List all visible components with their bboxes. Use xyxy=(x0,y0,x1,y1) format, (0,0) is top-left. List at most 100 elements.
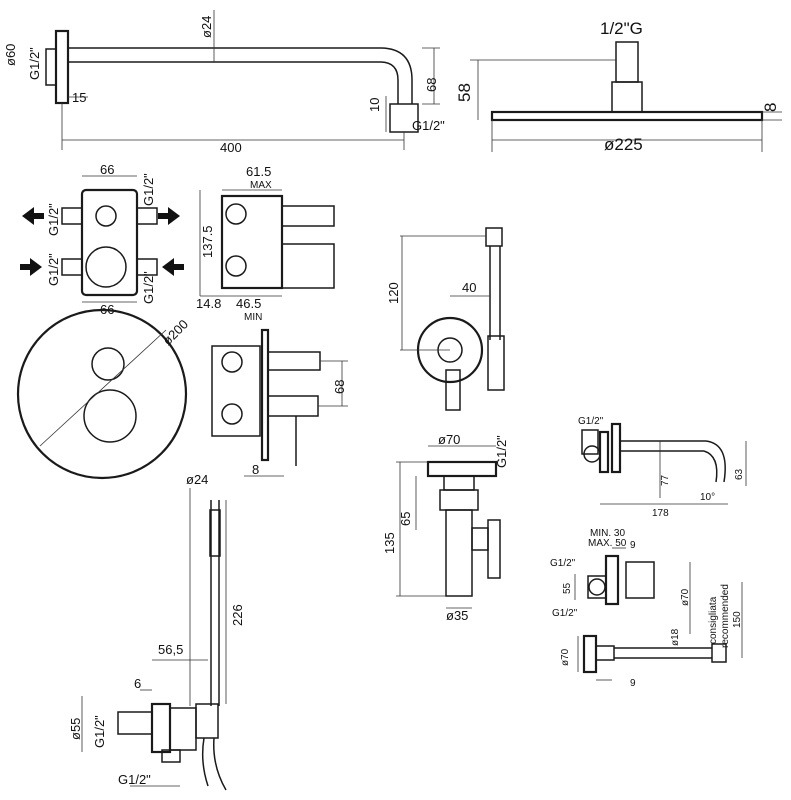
spout-curve-inner xyxy=(703,450,718,483)
valve-side-stem-top xyxy=(281,205,335,227)
spout-side-view: G1/2" 77 63 10° 178 xyxy=(578,416,747,519)
valve-width-top: 66 xyxy=(100,162,114,177)
plate-side-port-top xyxy=(221,351,243,373)
plate-side-port-bottom xyxy=(221,403,243,425)
plate-side-valve xyxy=(211,345,261,437)
hand-shower-view: 120 40 xyxy=(386,227,505,411)
head-thickness-label: 8 xyxy=(761,103,780,112)
flow-arrow-right-out xyxy=(158,207,180,225)
arm-offset-label: 15 xyxy=(72,90,86,105)
head-dia-label: ø225 xyxy=(604,135,643,154)
spout-bottom-depth: 9 xyxy=(630,678,636,689)
spout-plan-reco-value: 150 xyxy=(732,611,743,628)
outlet-thread-stub xyxy=(117,711,153,735)
outlet-hose-dia: ø24 xyxy=(186,472,208,487)
head-joint xyxy=(611,81,643,113)
hose-curve-a xyxy=(201,737,209,787)
plate-side-offset: 68 xyxy=(332,380,347,394)
diverter-lever xyxy=(487,519,501,579)
spout-bottom-pipe-dia: ø18 xyxy=(670,628,681,646)
plate-dia-line xyxy=(39,329,167,447)
head-height-label: 58 xyxy=(455,83,474,102)
flow-arrow-left-out xyxy=(22,207,44,225)
diverter-thread: G1/2" xyxy=(494,435,509,468)
valve-port-tl xyxy=(61,207,83,225)
diverter-view: ø70 G1/2" 135 65 ø35 xyxy=(382,432,509,623)
spout-bottom-collar xyxy=(595,645,615,661)
shower-head-view: 1/2"G 58 ø225 8 xyxy=(455,19,782,154)
plate-side-thickness: 8 xyxy=(252,462,259,477)
spout-side-thread xyxy=(581,429,599,455)
outlet-elbow xyxy=(195,703,219,739)
spout-plan-min: MIN. 30 xyxy=(590,528,625,539)
diverter-collar xyxy=(443,475,475,491)
valve-port-br xyxy=(136,258,158,276)
valve-side-left: 14.8 xyxy=(196,296,221,311)
outlet-width: 56,5 xyxy=(158,642,183,657)
outlet-bottom-conn xyxy=(161,749,181,763)
arm-length-label: 400 xyxy=(220,140,242,155)
arm-wall-thread xyxy=(45,48,57,86)
head-thread-label: 1/2"G xyxy=(600,19,643,38)
arm-flange-dia: ø60 xyxy=(3,44,18,66)
diverter-rosette xyxy=(426,460,498,478)
valve-thread-bl: G1/2" xyxy=(46,253,61,286)
valve-side-port-bottom xyxy=(225,255,247,277)
plate-side-cover xyxy=(260,328,270,462)
valve-port-tr xyxy=(136,207,158,225)
plate-outline xyxy=(16,308,188,480)
arm-pipe-top xyxy=(68,47,413,104)
spout-curve-outer xyxy=(705,440,726,483)
spout-plan-mid: 55 xyxy=(562,582,573,594)
spout-plan-view: MIN. 30 MAX. 50 9 G1/2" G1/2" 55 ø70 con… xyxy=(550,528,743,658)
valve-side-max-label: MAX xyxy=(250,180,272,191)
diverter-body-top xyxy=(439,489,479,511)
spout-h2: 63 xyxy=(734,468,745,480)
diverter-mid: 65 xyxy=(398,512,413,526)
plate-front-view: ø200 xyxy=(16,308,192,480)
diverter-bottom-dia: ø35 xyxy=(446,608,468,623)
valve-side-body xyxy=(220,194,284,290)
spout-plan-port xyxy=(588,578,606,596)
plate-dia-label: ø200 xyxy=(160,317,192,349)
arm-pipe-dia: ø24 xyxy=(199,16,214,38)
valve-body-view: 66 66 G1/2" G1/2" G1/2" G1/2" xyxy=(20,162,184,317)
wall-outlet-view: ø24 226 56,5 6 ø55 G1/2" G1/2" xyxy=(68,472,245,791)
valve-main-cartridge xyxy=(85,246,127,288)
arm-stub-label: 10 xyxy=(367,98,382,112)
hand-shower-height: 120 xyxy=(386,282,401,304)
valve-side-min-label: MIN xyxy=(244,312,262,323)
spout-plan-depth: 9 xyxy=(630,540,636,551)
valve-side-stem-bottom xyxy=(281,243,335,289)
plate-upper-hole xyxy=(91,347,125,381)
spout-h1: 77 xyxy=(660,474,671,486)
arm-drop-label: 68 xyxy=(424,78,439,92)
plate-side-view: 68 8 xyxy=(211,328,348,477)
hand-shower-hose-conn xyxy=(445,369,461,411)
spout-bottom-dia: ø70 xyxy=(560,648,571,666)
diverter-body xyxy=(445,509,473,597)
arm-wall-flange xyxy=(54,29,70,105)
valve-thread-tr: G1/2" xyxy=(141,173,156,206)
valve-thread-tl: G1/2" xyxy=(46,203,61,236)
spout-plan-max: MAX. 50 xyxy=(588,538,627,549)
valve-side-view: 61.5 MAX 137.5 14.8 46.5 MIN xyxy=(196,164,335,323)
diverter-knob xyxy=(471,527,489,551)
valve-side-max-value: 61.5 xyxy=(246,164,271,179)
plate-lower-handle xyxy=(83,389,137,443)
head-plate xyxy=(490,110,764,122)
flow-arrow-right-in xyxy=(162,258,184,276)
valve-port-bl xyxy=(61,258,83,276)
spout-plan-thread-bottom: G1/2" xyxy=(552,608,578,619)
spout-plan-cover xyxy=(625,561,655,599)
valve-thread-br: G1/2" xyxy=(141,271,156,304)
hand-shower-grip xyxy=(487,335,505,391)
spout-length: 178 xyxy=(652,508,669,519)
hand-shower-head xyxy=(485,227,503,247)
spout-plan-reco-1: consigliata xyxy=(708,596,719,644)
spout-bottom-tip xyxy=(711,643,727,663)
valve-side-min-value: 46.5 xyxy=(236,296,261,311)
spout-plan-thread-top: G1/2" xyxy=(550,558,576,569)
